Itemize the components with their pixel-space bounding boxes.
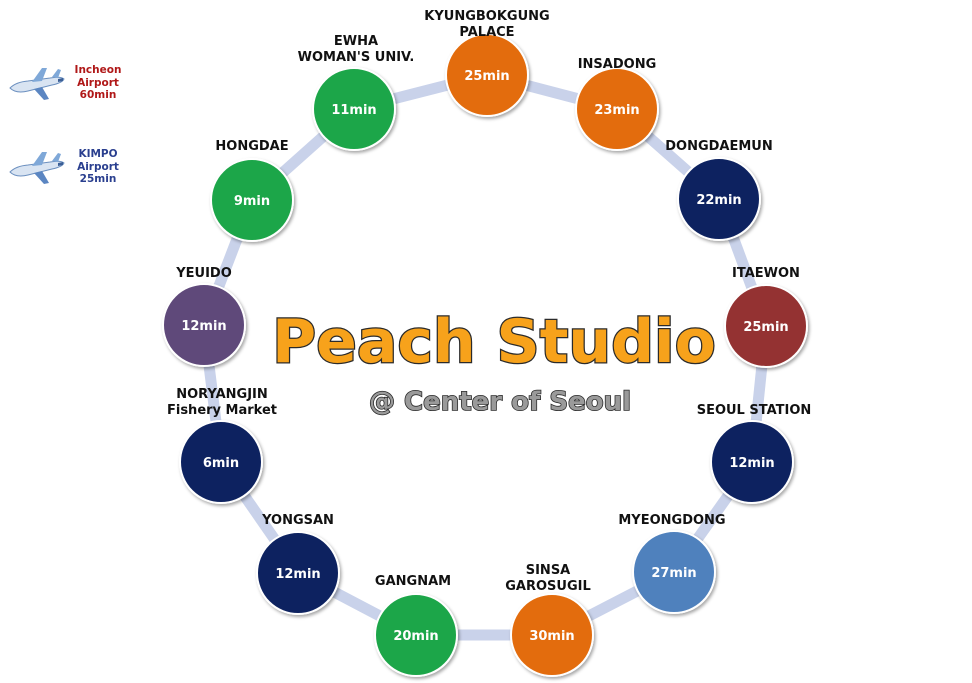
station-node: 11min [312, 67, 396, 151]
station-time: 11min [331, 103, 376, 118]
station-circle [445, 33, 529, 117]
station-node: 12min [710, 420, 794, 504]
station-label-line: DONGDAEMUN [665, 139, 773, 154]
center-title: Peach Studio @ Center of Seoul [271, 306, 717, 418]
station-label-line: SINSA [526, 563, 571, 578]
station-label-line: EWHA [334, 34, 378, 49]
station-time: 25min [743, 320, 788, 335]
station-label-line: HONGDAE [215, 139, 288, 154]
station-time: 27min [651, 566, 696, 581]
station-label: INSADONG [578, 57, 657, 72]
station-label-line: GAROSUGIL [505, 579, 591, 594]
station-label-line: Fishery Market [167, 403, 277, 418]
station-circle [632, 530, 716, 614]
station-node: 20min [374, 593, 458, 677]
station-label: ITAEWON [732, 266, 800, 281]
station-time: 9min [234, 194, 270, 209]
airport-line: Incheon [74, 64, 122, 76]
airport-line: KIMPO [78, 148, 118, 160]
airport-kimpo-text: KIMPO Airport 25min [70, 148, 126, 186]
station-node: 25min [445, 33, 529, 117]
station-label-line: NORYANGJIN [176, 387, 268, 402]
station-time: 6min [203, 456, 239, 471]
station-time: 23min [594, 103, 639, 118]
station-node: 30min [510, 593, 594, 677]
station-circle [575, 67, 659, 151]
airport-incheon-text: Incheon Airport 60min [70, 64, 126, 102]
station-node: 12min [162, 283, 246, 367]
page-subtitle: @ Center of Seoul [369, 387, 631, 417]
station-node: 9min [210, 158, 294, 242]
station-label: DONGDAEMUN [665, 139, 773, 154]
station-node: 12min [256, 531, 340, 615]
airport-kimpo: KIMPO Airport 25min [6, 148, 119, 192]
station-label-line: YEUIDO [175, 266, 232, 281]
station-label: SEOUL STATION [697, 403, 812, 418]
station-node: 27min [632, 530, 716, 614]
airport-line: Airport [77, 160, 119, 173]
airport-incheon: Incheon Airport 60min [6, 64, 121, 108]
station-circle [179, 420, 263, 504]
airport-line: Airport [77, 76, 119, 89]
station-time: 22min [696, 193, 741, 208]
airplane-icon [9, 152, 65, 184]
station-label: HONGDAE [215, 139, 288, 154]
station-circle [312, 67, 396, 151]
station-time: 30min [529, 629, 574, 644]
station-label-line: ITAEWON [732, 266, 800, 281]
station-nodes: 25min 23min 22min 25min 12min 27min 30min 20min… [162, 33, 808, 677]
airport-line: 25min [79, 173, 117, 185]
station-circle [374, 593, 458, 677]
station-label: YONGSAN [261, 513, 334, 528]
station-circle [677, 157, 761, 241]
station-time: 12min [275, 567, 320, 582]
station-circle [256, 531, 340, 615]
station-circle [724, 284, 808, 368]
station-label-line: GANGNAM [375, 574, 451, 589]
station-node: 23min [575, 67, 659, 151]
station-time: 12min [181, 319, 226, 334]
station-label-line: MYEONGDONG [618, 513, 725, 528]
airport-line: 60min [79, 89, 117, 101]
station-time: 12min [729, 456, 774, 471]
station-circle [210, 158, 294, 242]
station-label-line: PALACE [459, 25, 514, 40]
station-label-line: WOMAN'S UNIV. [298, 50, 415, 65]
page-title: Peach Studio [272, 307, 716, 377]
station-circle [510, 593, 594, 677]
station-label-line: YONGSAN [261, 513, 334, 528]
airplane-icon [9, 68, 65, 100]
station-node: 25min [724, 284, 808, 368]
station-label-line: SEOUL STATION [697, 403, 812, 418]
station-label-line: KYUNGBOKGUNG [424, 9, 549, 24]
station-time: 25min [464, 69, 509, 84]
station-label-line: INSADONG [578, 57, 657, 72]
station-circle [162, 283, 246, 367]
station-time: 20min [393, 629, 438, 644]
station-label: YEUIDO [175, 266, 232, 281]
station-label: GANGNAM [375, 574, 451, 589]
station-label: MYEONGDONG [618, 513, 725, 528]
station-circle [710, 420, 794, 504]
station-node: 6min [179, 420, 263, 504]
station-node: 22min [677, 157, 761, 241]
